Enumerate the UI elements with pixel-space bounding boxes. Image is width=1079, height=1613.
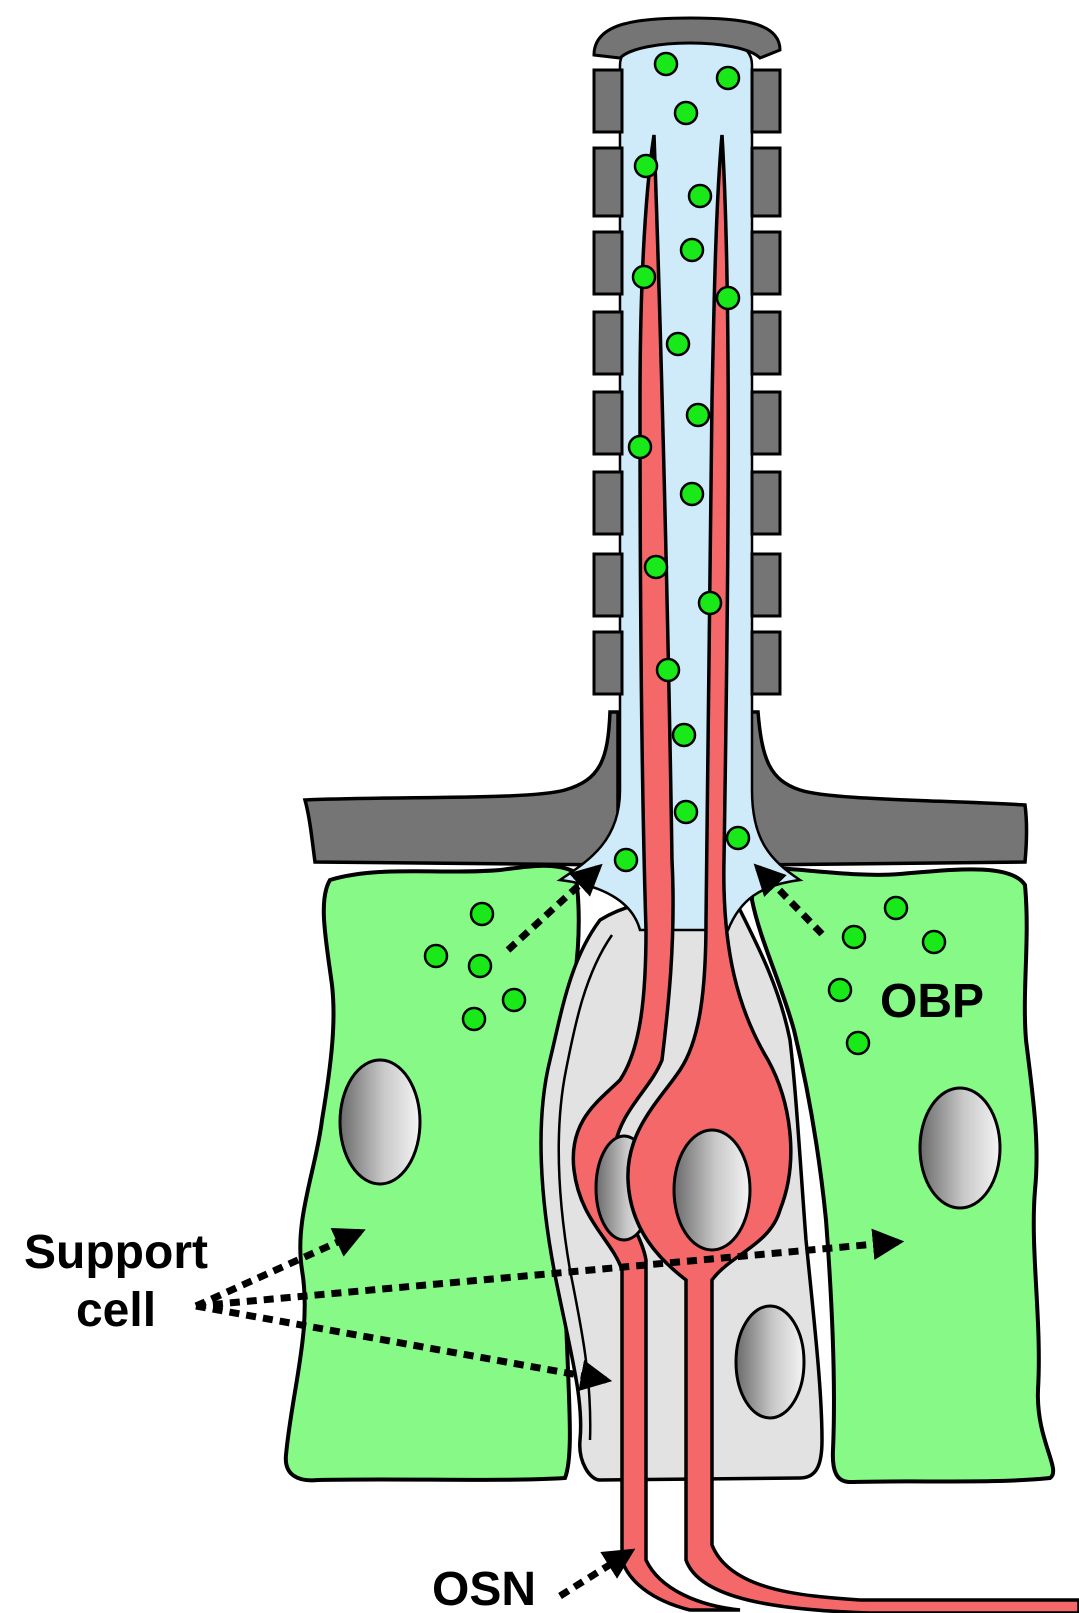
obp-label: OBP bbox=[880, 975, 984, 1028]
cuticle-wall-left bbox=[594, 70, 622, 694]
support-cell-label-line2: cell bbox=[76, 1284, 156, 1337]
cuticle-base-plate bbox=[305, 712, 618, 865]
support-nucleus-right bbox=[920, 1088, 1000, 1208]
osn-nucleus-right bbox=[674, 1130, 750, 1250]
support-nucleus-left bbox=[340, 1060, 420, 1184]
cuticle-wall-right bbox=[752, 70, 780, 694]
osn-label: OSN bbox=[432, 1563, 536, 1613]
support-cell-label-line1: Support bbox=[24, 1226, 208, 1279]
sheath-nucleus bbox=[736, 1306, 804, 1418]
cuticle-base-plate-right bbox=[750, 712, 1027, 865]
